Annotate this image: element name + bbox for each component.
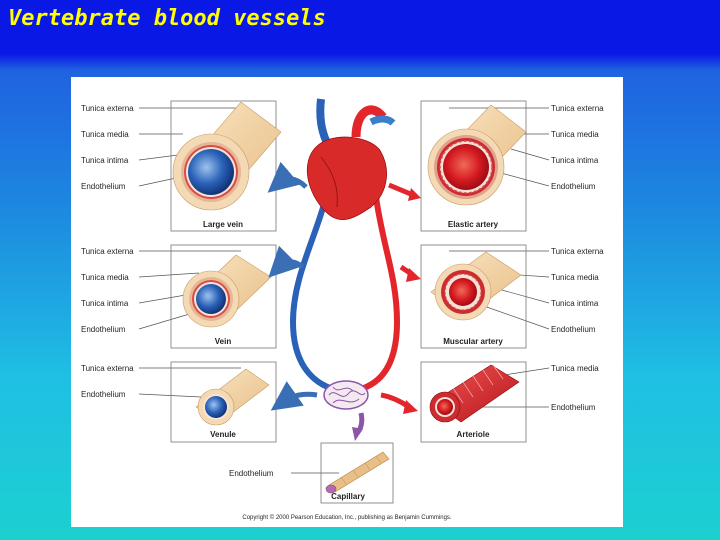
elastic-artery-tunica-externa-label: Tunica externa xyxy=(551,104,604,113)
large-vein-illustration xyxy=(172,101,282,211)
muscular-artery-tunica-externa-label: Tunica externa xyxy=(551,247,604,256)
arteriole-illustration xyxy=(429,364,520,423)
title-bar xyxy=(0,0,720,54)
vein-endothelium-label: Endothelium xyxy=(81,325,126,334)
figure-svg: Tunica externa Tunica media Tunica intim… xyxy=(81,98,604,521)
large-vein-tunica-externa-label: Tunica externa xyxy=(81,104,134,113)
muscular-artery-tunica-media-label: Tunica media xyxy=(551,273,599,282)
arteriole-tunica-media-label: Tunica media xyxy=(551,364,599,373)
large-vein-endothelium-label: Endothelium xyxy=(81,182,126,191)
elastic-artery-caption: Elastic artery xyxy=(448,220,499,229)
venule-illustration xyxy=(195,368,270,426)
capillary-endothelium-label: Endothelium xyxy=(229,469,274,478)
flow-arrows xyxy=(267,161,421,441)
elastic-artery-tunica-media-label: Tunica media xyxy=(551,130,599,139)
large-vein-caption: Large vein xyxy=(203,220,243,229)
muscular-artery-caption: Muscular artery xyxy=(443,337,503,346)
vein-tunica-intima-label: Tunica intima xyxy=(81,299,129,308)
vein-illustration xyxy=(182,254,272,328)
vein-tunica-media-label: Tunica media xyxy=(81,273,129,282)
elastic-artery-tunica-intima-label: Tunica intima xyxy=(551,156,599,165)
muscular-artery-tunica-intima-label: Tunica intima xyxy=(551,299,599,308)
heart-circulation xyxy=(289,98,401,410)
slide-title: Vertebrate blood vessels xyxy=(8,6,326,31)
arteriole-endothelium-label: Endothelium xyxy=(551,403,596,412)
elastic-artery-endothelium-label: Endothelium xyxy=(551,182,596,191)
elastic-artery-illustration xyxy=(427,104,527,206)
venule-caption: Venule xyxy=(210,430,236,439)
blood-vessel-figure: Tunica externa Tunica media Tunica intim… xyxy=(71,77,623,527)
vein-tunica-externa-label: Tunica externa xyxy=(81,247,134,256)
vein-caption: Vein xyxy=(215,337,232,346)
large-vein-tunica-intima-label: Tunica intima xyxy=(81,156,129,165)
venule-tunica-externa-label: Tunica externa xyxy=(81,364,134,373)
capillary-illustration xyxy=(325,451,390,494)
arteriole-caption: Arteriole xyxy=(457,430,490,439)
venule-endothelium-label: Endothelium xyxy=(81,390,126,399)
large-vein-tunica-media-label: Tunica media xyxy=(81,130,129,139)
copyright-notice: Copyright © 2000 Pearson Education, Inc.… xyxy=(242,514,452,521)
muscular-artery-illustration xyxy=(430,251,522,321)
muscular-artery-endothelium-label: Endothelium xyxy=(551,325,596,334)
capillary-caption: Capillary xyxy=(331,492,365,501)
